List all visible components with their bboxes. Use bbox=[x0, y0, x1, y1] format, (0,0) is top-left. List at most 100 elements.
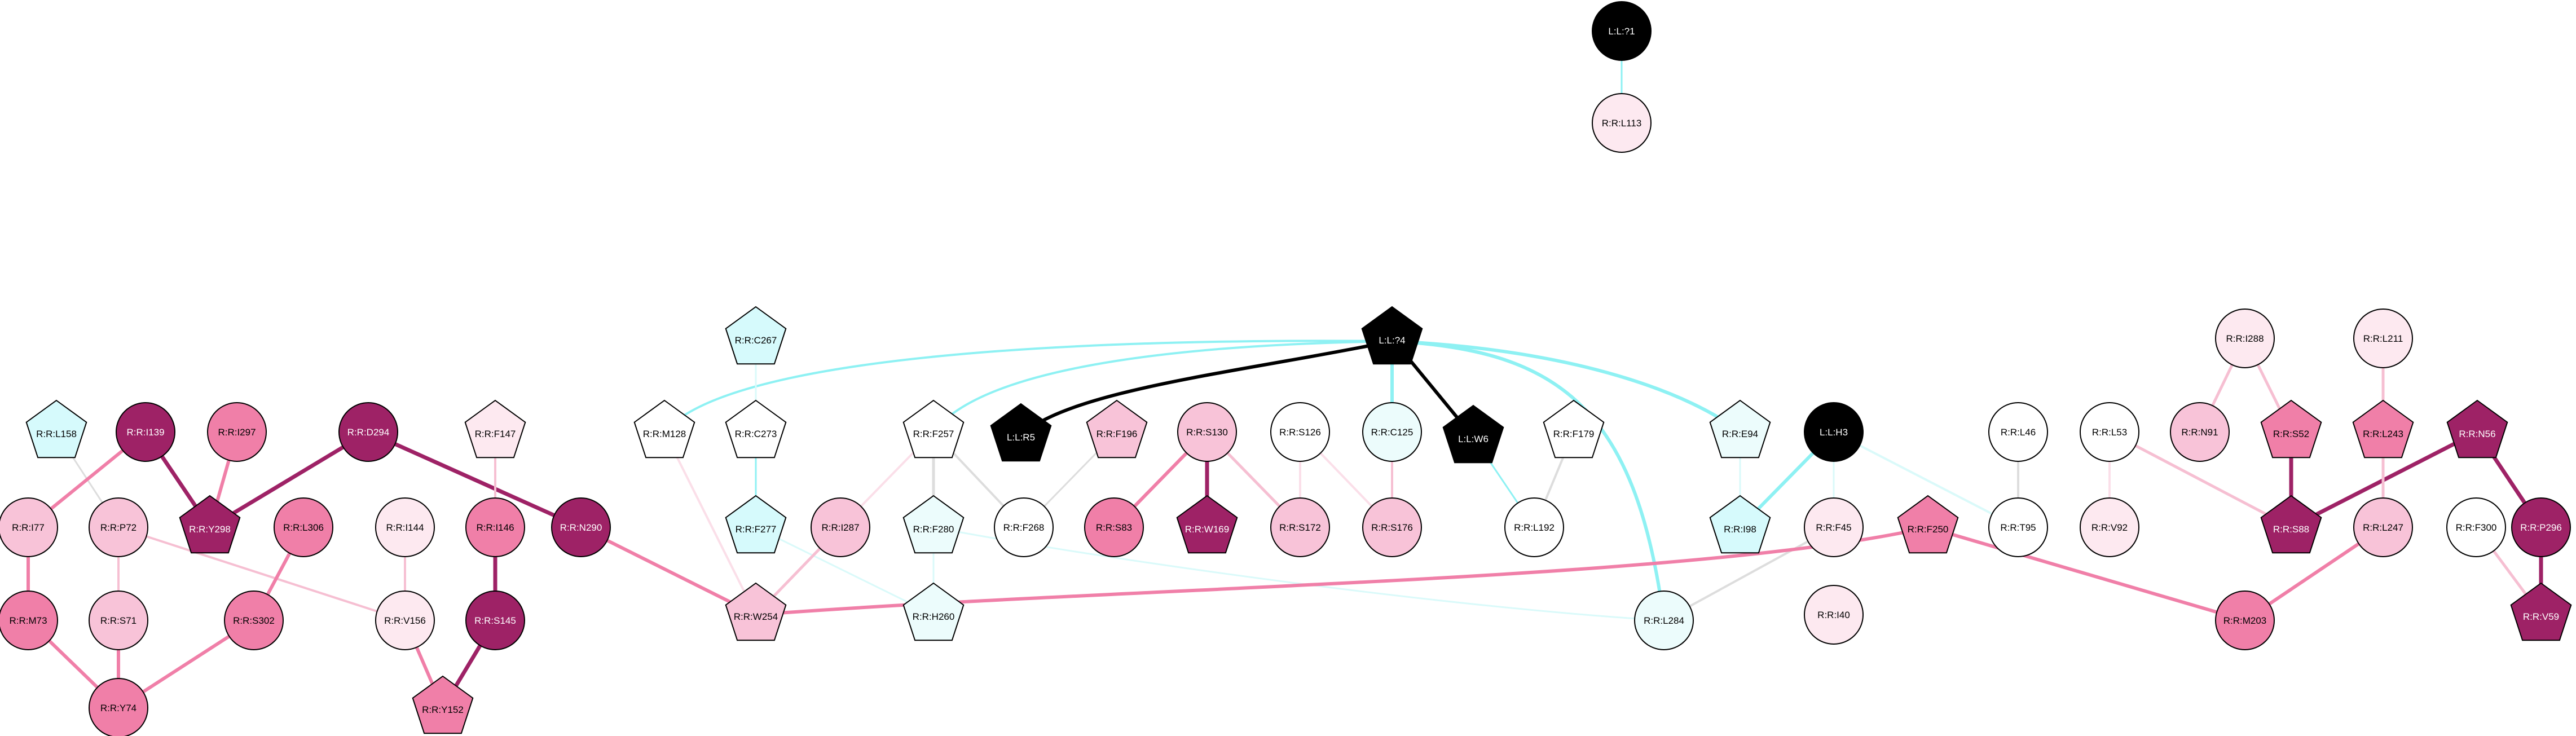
edge-r-r-d294-to-r-r-y298 bbox=[208, 430, 371, 530]
node-r-r-e94[interactable]: R:R:E94 bbox=[1709, 399, 1771, 459]
node-label: R:R:V59 bbox=[2523, 611, 2559, 622]
node-r-r-s83[interactable]: R:R:S83 bbox=[1084, 497, 1144, 557]
node-r-r-s88[interactable]: R:R:S88 bbox=[2260, 495, 2322, 554]
node-r-r-v156[interactable]: R:R:V156 bbox=[375, 590, 435, 650]
node-label: R:R:P72 bbox=[100, 522, 136, 533]
node-r-r-f300[interactable]: R:R:F300 bbox=[2446, 497, 2506, 557]
node-label: R:R:L158 bbox=[36, 429, 77, 439]
node-r-r-p296[interactable]: R:R:P296 bbox=[2511, 497, 2571, 557]
node-r-r-f280[interactable]: R:R:F280 bbox=[902, 495, 965, 554]
node-r-r-n290[interactable]: R:R:N290 bbox=[551, 497, 611, 557]
node-circle-shape bbox=[811, 497, 870, 557]
node-r-r-f147[interactable]: R:R:F147 bbox=[464, 399, 526, 459]
node-r-r-f268[interactable]: R:R:F268 bbox=[994, 497, 1054, 557]
node-r-r-c267[interactable]: R:R:C267 bbox=[725, 306, 787, 365]
node-r-r-s71[interactable]: R:R:S71 bbox=[89, 590, 148, 650]
node-r-r-y298[interactable]: R:R:Y298 bbox=[179, 495, 241, 554]
node-r-r-i146[interactable]: R:R:I146 bbox=[465, 497, 525, 557]
node-r-r-s130[interactable]: R:R:S130 bbox=[1177, 402, 1237, 462]
node-r-r-f45[interactable]: R:R:F45 bbox=[1804, 497, 1864, 557]
node-r-r-l211[interactable]: R:R:L211 bbox=[2353, 308, 2413, 368]
node-circle-shape bbox=[375, 590, 435, 650]
node-r-r-d294[interactable]: R:R:D294 bbox=[338, 402, 398, 462]
node-r-r-v59[interactable]: R:R:V59 bbox=[2510, 582, 2572, 641]
node-r-r-f196[interactable]: R:R:F196 bbox=[1086, 399, 1148, 459]
node-label: R:R:S71 bbox=[100, 615, 136, 626]
node-r-r-l158[interactable]: R:R:L158 bbox=[25, 399, 87, 459]
node-l-l-4[interactable]: L:L:?4 bbox=[1361, 306, 1423, 365]
node-r-r-i144[interactable]: R:R:I144 bbox=[375, 497, 435, 557]
node-r-r-i77[interactable]: R:R:I77 bbox=[0, 497, 58, 557]
node-r-r-y74[interactable]: R:R:Y74 bbox=[89, 678, 148, 736]
node-r-r-n56[interactable]: R:R:N56 bbox=[2446, 399, 2508, 459]
node-r-r-m203[interactable]: R:R:M203 bbox=[2215, 590, 2275, 650]
node-l-l-1[interactable]: L:L:?1 bbox=[1592, 1, 1652, 61]
node-r-r-y152[interactable]: R:R:Y152 bbox=[412, 675, 474, 734]
node-r-r-h260[interactable]: R:R:H260 bbox=[902, 582, 965, 641]
node-label: R:R:L284 bbox=[1644, 615, 1684, 626]
node-r-r-s52[interactable]: R:R:S52 bbox=[2260, 399, 2322, 459]
node-r-r-n91[interactable]: R:R:N91 bbox=[2170, 402, 2230, 462]
node-pentagon-shape bbox=[1709, 399, 1771, 459]
node-l-l-h3[interactable]: L:L:H3 bbox=[1804, 402, 1864, 462]
node-r-r-m73[interactable]: R:R:M73 bbox=[0, 590, 58, 650]
node-pentagon-shape bbox=[902, 495, 965, 554]
node-label: R:R:L247 bbox=[2363, 522, 2403, 533]
node-label: R:R:P296 bbox=[2520, 522, 2562, 533]
node-r-r-i297[interactable]: R:R:I297 bbox=[207, 402, 267, 462]
edge-r-r-n290-to-r-r-w254 bbox=[579, 526, 758, 616]
node-label: R:R:I139 bbox=[126, 427, 164, 438]
node-r-r-l247[interactable]: R:R:L247 bbox=[2353, 497, 2413, 557]
node-r-r-c273[interactable]: R:R:C273 bbox=[725, 399, 787, 459]
node-label: R:R:S172 bbox=[1279, 522, 1321, 533]
node-l-l-w6[interactable]: L:L:W6 bbox=[1442, 404, 1504, 464]
node-r-r-t95[interactable]: R:R:T95 bbox=[1988, 497, 2048, 557]
node-r-r-s145[interactable]: R:R:S145 bbox=[465, 590, 525, 650]
node-r-r-c125[interactable]: R:R:C125 bbox=[1362, 402, 1422, 462]
node-pentagon-shape bbox=[464, 399, 526, 459]
node-r-r-f179[interactable]: R:R:F179 bbox=[1543, 399, 1605, 459]
node-r-r-l53[interactable]: R:R:L53 bbox=[2080, 402, 2139, 462]
node-r-r-v92[interactable]: R:R:V92 bbox=[2080, 497, 2139, 557]
node-circle-shape bbox=[1084, 497, 1144, 557]
node-label: R:R:F268 bbox=[1003, 522, 1045, 533]
node-circle-shape bbox=[1804, 402, 1864, 462]
node-r-r-l243[interactable]: R:R:L243 bbox=[2352, 399, 2414, 459]
node-r-r-s126[interactable]: R:R:S126 bbox=[1270, 402, 1330, 462]
node-circle-shape bbox=[1504, 497, 1564, 557]
node-pentagon-shape bbox=[1709, 495, 1771, 554]
node-r-r-w254[interactable]: R:R:W254 bbox=[725, 582, 787, 641]
node-r-r-l306[interactable]: R:R:L306 bbox=[274, 497, 333, 557]
node-r-r-s176[interactable]: R:R:S176 bbox=[1362, 497, 1422, 557]
node-r-r-l192[interactable]: R:R:L192 bbox=[1504, 497, 1564, 557]
node-r-r-i139[interactable]: R:R:I139 bbox=[116, 402, 175, 462]
node-circle-shape bbox=[0, 497, 58, 557]
node-r-r-i288[interactable]: R:R:I288 bbox=[2215, 308, 2275, 368]
node-label: R:R:M203 bbox=[2223, 615, 2267, 626]
node-pentagon-shape bbox=[633, 399, 695, 459]
node-r-r-i287[interactable]: R:R:I287 bbox=[811, 497, 870, 557]
node-r-r-p72[interactable]: R:R:P72 bbox=[89, 497, 148, 557]
node-r-r-s302[interactable]: R:R:S302 bbox=[224, 590, 284, 650]
node-circle-shape bbox=[551, 497, 611, 557]
node-pentagon-shape bbox=[2510, 582, 2572, 641]
node-pentagon-shape bbox=[2260, 495, 2322, 554]
node-l-l-r5[interactable]: L:L:R5 bbox=[990, 403, 1052, 462]
node-r-r-s172[interactable]: R:R:S172 bbox=[1270, 497, 1330, 557]
node-label: R:R:N91 bbox=[2181, 427, 2218, 438]
node-r-r-w169[interactable]: R:R:W169 bbox=[1176, 495, 1238, 554]
node-circle-shape bbox=[375, 497, 435, 557]
node-label: R:R:F179 bbox=[1553, 429, 1595, 439]
edge-r-r-m128-to-r-r-w254 bbox=[663, 431, 757, 616]
node-r-r-m128[interactable]: R:R:M128 bbox=[633, 399, 695, 459]
node-r-r-i98[interactable]: R:R:I98 bbox=[1709, 495, 1771, 554]
node-label: R:R:S302 bbox=[233, 615, 275, 626]
node-r-r-f277[interactable]: R:R:F277 bbox=[725, 495, 787, 554]
node-r-r-l284[interactable]: R:R:L284 bbox=[1634, 590, 1694, 650]
node-r-r-l46[interactable]: R:R:L46 bbox=[1988, 402, 2048, 462]
node-r-r-f257[interactable]: R:R:F257 bbox=[902, 399, 965, 459]
node-r-r-f250[interactable]: R:R:F250 bbox=[1897, 495, 1959, 554]
node-r-r-l113[interactable]: R:R:L113 bbox=[1592, 93, 1652, 153]
node-r-r-i40[interactable]: R:R:I40 bbox=[1804, 585, 1864, 645]
node-circle-shape bbox=[338, 402, 398, 462]
